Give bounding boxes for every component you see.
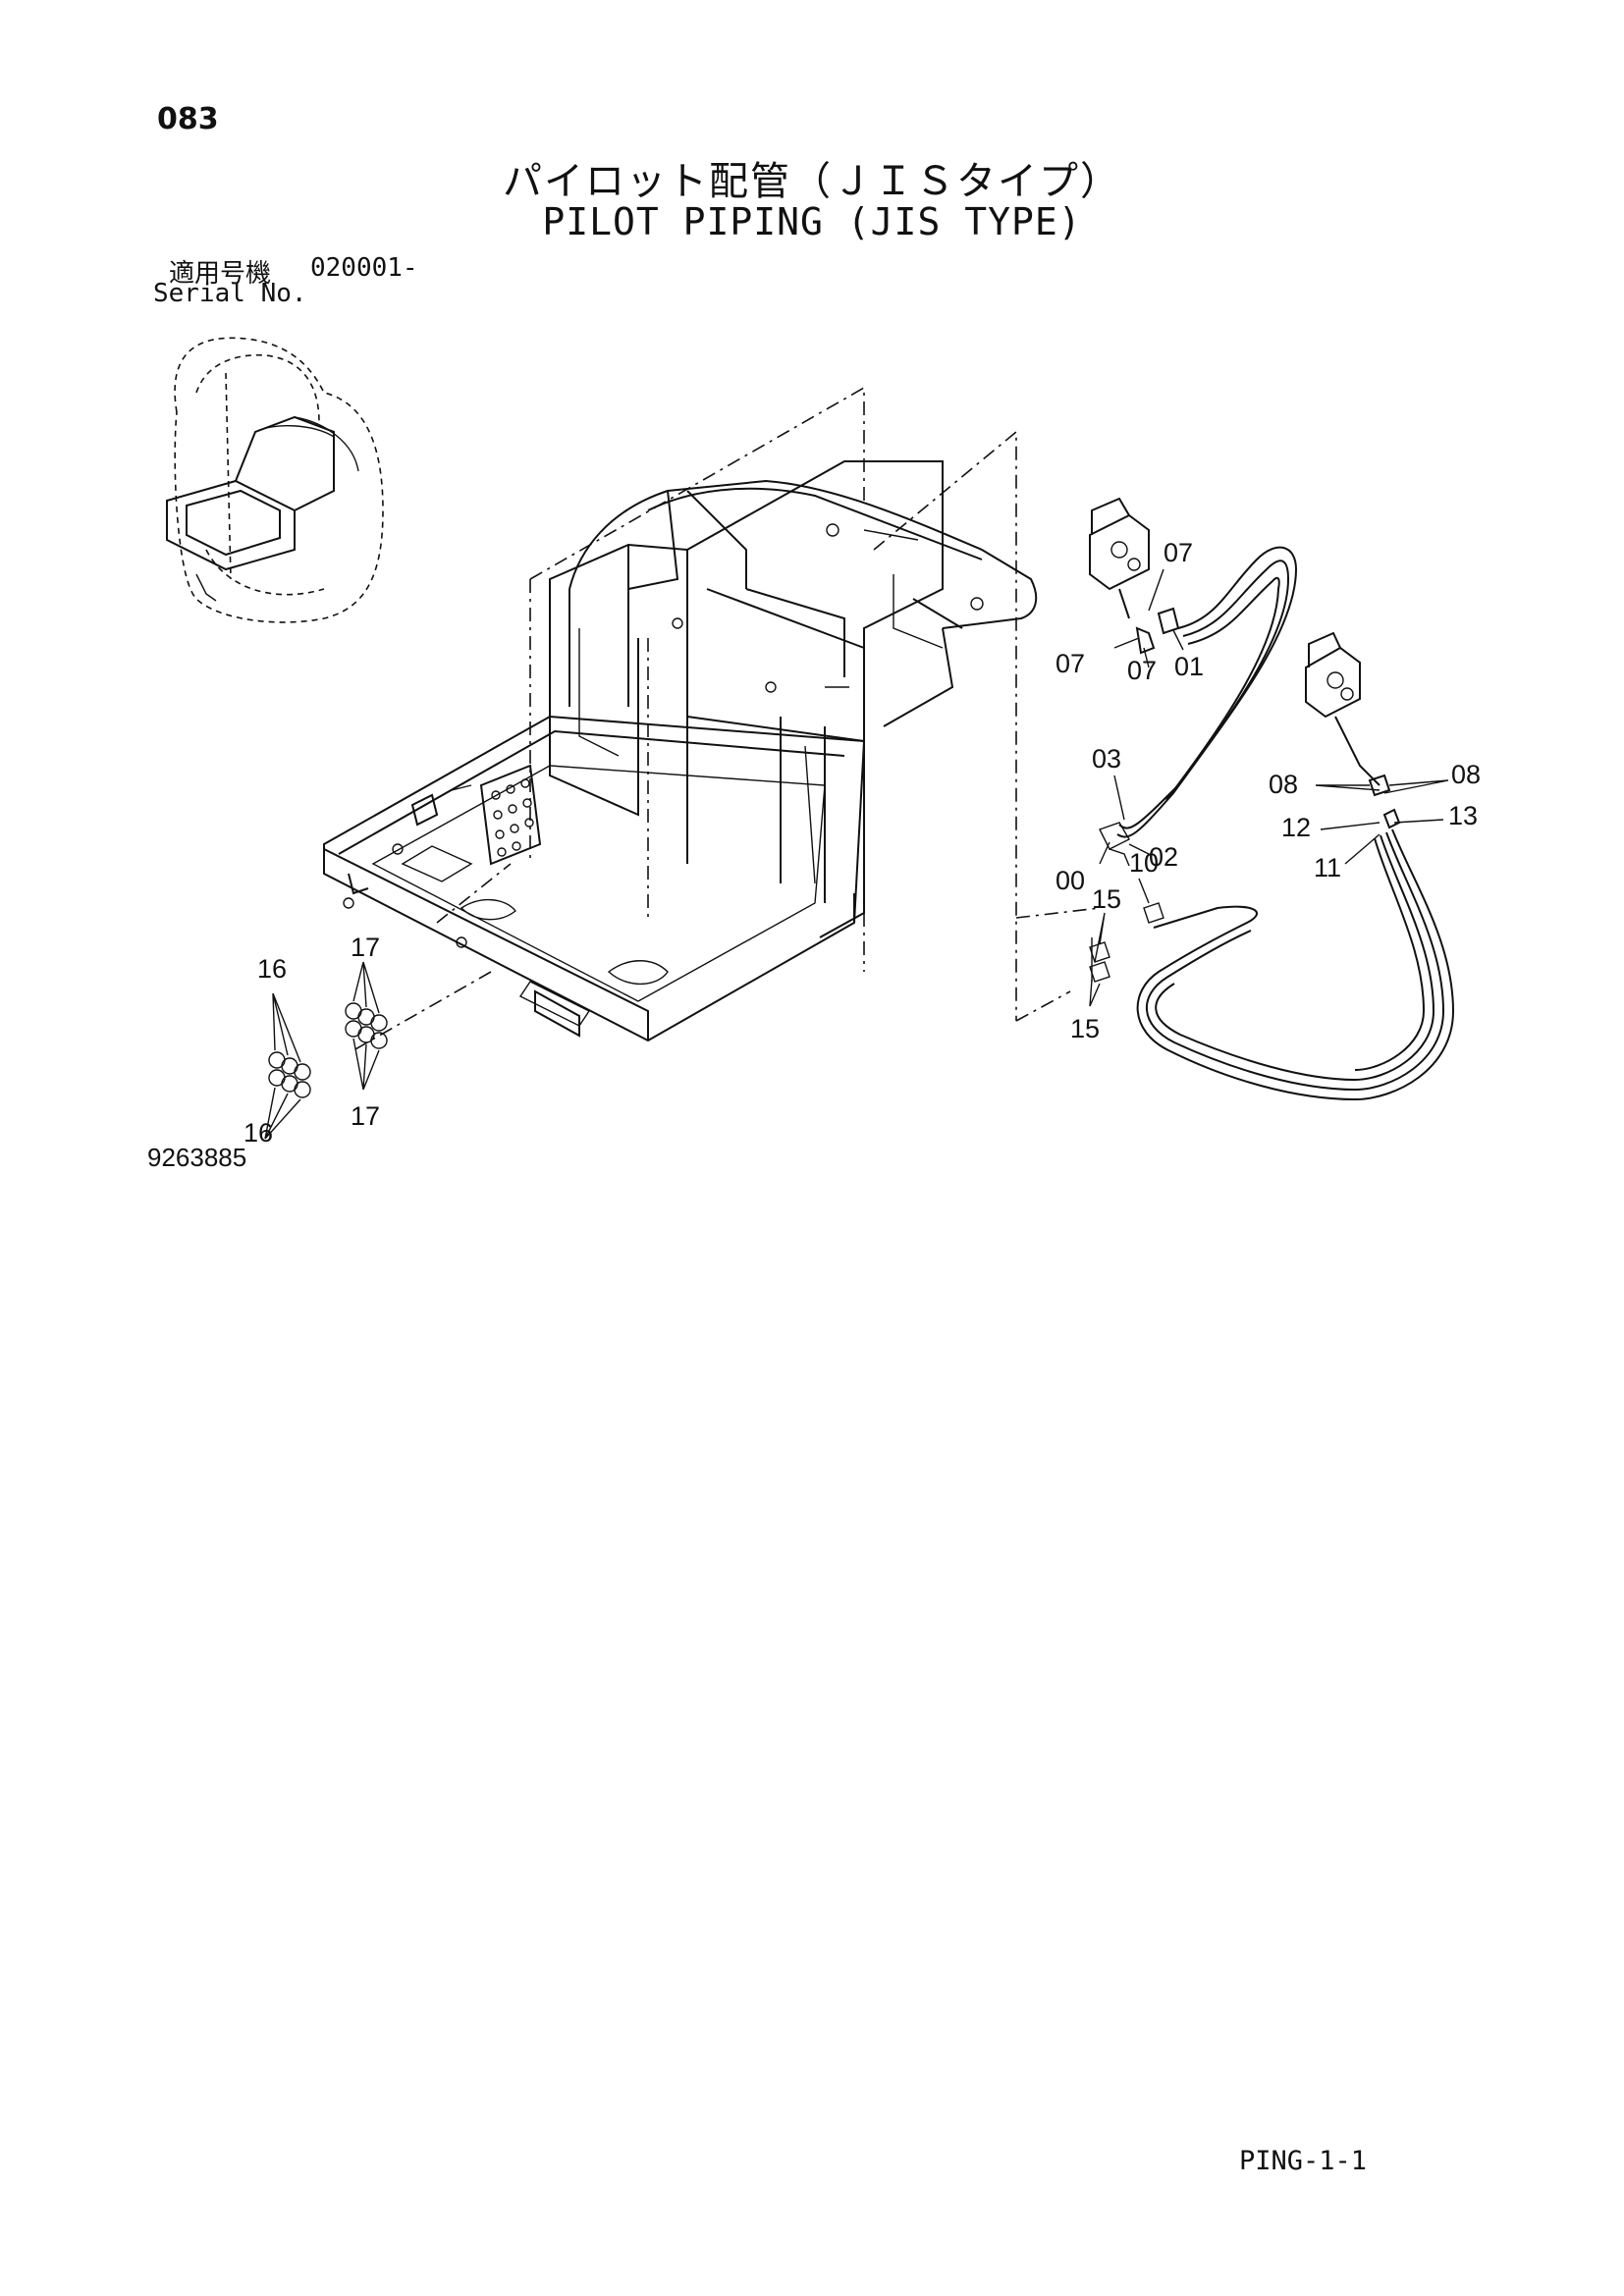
serial-label-en: Serial No. (153, 279, 307, 308)
part-callouts: 07 07 07 01 03 00 02 10 08 08 12 13 11 1… (244, 538, 1481, 1148)
leader-lines (1089, 568, 1449, 1007)
callout-08-b: 08 (1451, 760, 1481, 789)
callout-17-b: 17 (351, 1101, 380, 1131)
page-title-en: PILOT PIPING (JIS TYPE) (542, 200, 1082, 243)
callout-07-a: 07 (1164, 538, 1193, 567)
page-title-jp: パイロット配管（ＪＩＳタイプ） (503, 159, 1121, 204)
callout-16-b: 16 (244, 1118, 273, 1148)
serial-label-jp: 適用号機 (169, 259, 272, 289)
pilot-valve-left (1089, 497, 1298, 867)
callout-15-a: 15 (1092, 884, 1121, 914)
callout-00: 00 (1056, 866, 1085, 895)
callout-02: 02 (1149, 842, 1178, 872)
callout-03: 03 (1092, 744, 1121, 774)
callout-07-c: 07 (1127, 656, 1157, 685)
callout-15-b: 15 (1070, 1014, 1100, 1043)
callout-08-a: 08 (1269, 770, 1298, 799)
callout-11: 11 (1314, 853, 1341, 882)
callout-12: 12 (1281, 813, 1311, 842)
cab-floor-frame (323, 386, 1101, 1051)
page-number: 083 (157, 102, 219, 136)
overview-inset (166, 337, 384, 623)
drawing-number: 9263885 (147, 1143, 246, 1172)
callout-10: 10 (1129, 848, 1159, 878)
callout-16-a: 16 (257, 954, 287, 984)
callout-13: 13 (1448, 801, 1478, 830)
footer-page-code: PING-1-1 (1239, 2146, 1368, 2176)
serial-value: 020001- (310, 253, 418, 283)
pilot-valve-right (1089, 631, 1455, 1101)
fittings-16-17 (264, 961, 388, 1140)
callout-07-b: 07 (1056, 649, 1085, 678)
callout-17-a: 17 (351, 933, 380, 962)
callout-01: 01 (1174, 652, 1204, 681)
